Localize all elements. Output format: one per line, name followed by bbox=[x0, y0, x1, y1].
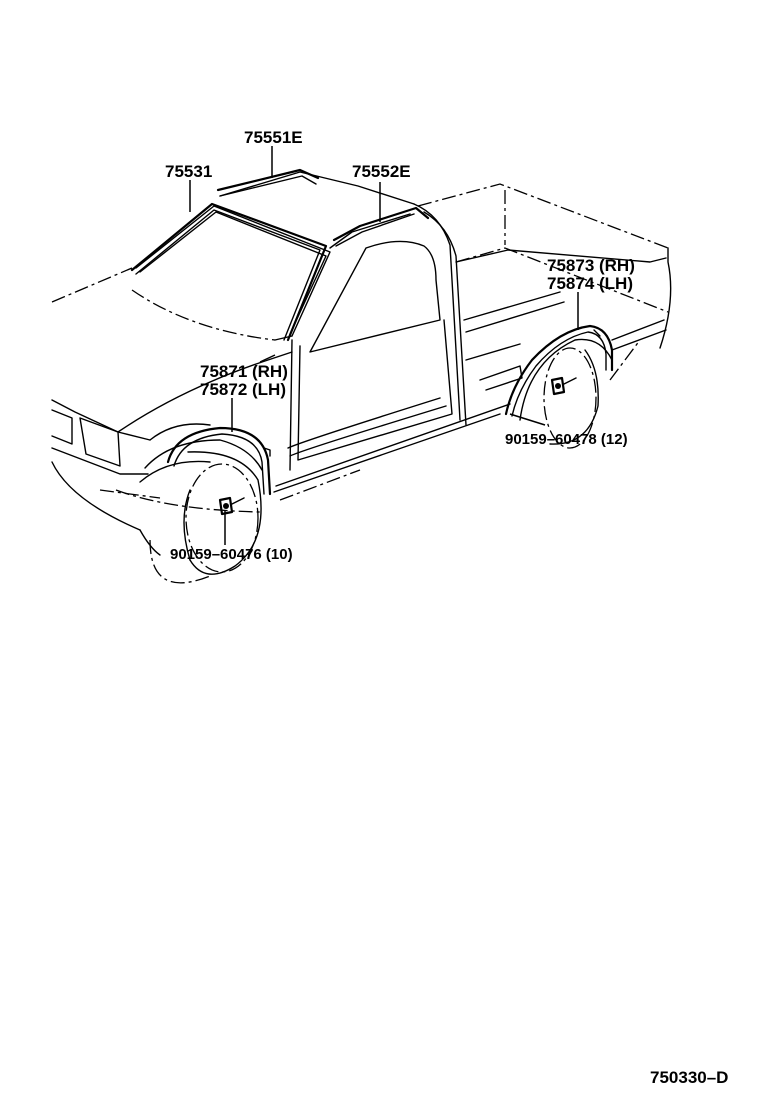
label-rear-clip: 90159–60478 (12) bbox=[505, 431, 628, 448]
roof-front-moulding bbox=[216, 168, 320, 197]
front-wheel bbox=[139, 439, 263, 584]
windshield-moulding bbox=[130, 202, 328, 342]
label-roof-rear: 75552E bbox=[352, 162, 411, 181]
label-rear-fender-lh: 75874 (LH) bbox=[547, 274, 633, 293]
leader-lines bbox=[189, 146, 579, 545]
front-fender-moulding bbox=[166, 426, 272, 496]
rear-clip bbox=[550, 376, 577, 396]
label-front-fender-lh: 75872 (LH) bbox=[200, 380, 286, 399]
label-front-clip: 90159–60476 (10) bbox=[170, 546, 293, 563]
truck-body bbox=[51, 171, 672, 556]
label-front-fender-rh: 75871 (RH) bbox=[200, 362, 288, 381]
rear-wheel bbox=[519, 338, 613, 449]
label-roof-front: 75551E bbox=[244, 128, 303, 147]
label-windshield: 75531 bbox=[165, 162, 212, 181]
reference-code: 750330–D bbox=[650, 1068, 728, 1087]
label-rear-fender-rh: 75873 (RH) bbox=[547, 256, 635, 275]
roof-rear-moulding bbox=[332, 206, 430, 247]
front-clip bbox=[218, 496, 245, 516]
rear-fender-moulding bbox=[504, 324, 614, 417]
